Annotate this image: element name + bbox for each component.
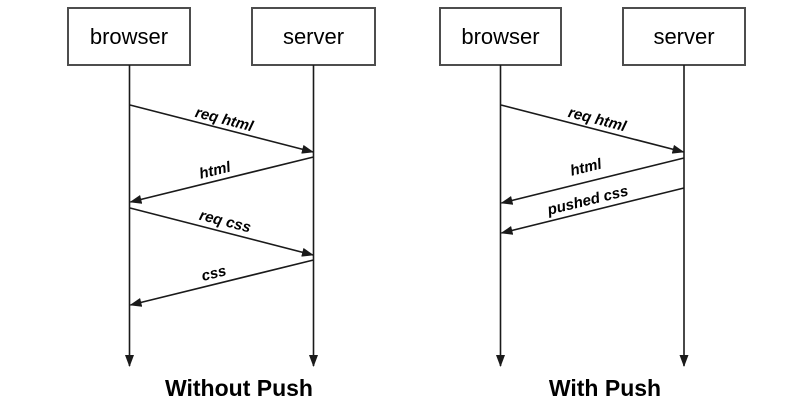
message-line-pushed-css bbox=[500, 187, 685, 235]
message-label-req-html: req html bbox=[193, 104, 255, 135]
diagram-without-push: browser server req html html req css css… bbox=[67, 7, 376, 401]
participant-label-browser: browser bbox=[461, 24, 539, 49]
participant-box-browser bbox=[67, 7, 191, 66]
message-line-css bbox=[129, 259, 314, 307]
message-label-css: css bbox=[200, 262, 228, 284]
message-line-html bbox=[500, 157, 685, 205]
diagram-with-push: browser server req html html pushed css … bbox=[439, 7, 746, 401]
participant-label-browser: browser bbox=[90, 24, 168, 49]
message-line-req-html bbox=[129, 104, 314, 154]
message-line-req-css bbox=[129, 207, 314, 257]
participant-label-server: server bbox=[653, 24, 714, 49]
message-label-req-html: req html bbox=[566, 104, 628, 135]
message-line-req-html bbox=[500, 104, 685, 154]
message-label-html: html bbox=[198, 158, 234, 182]
message-line-html bbox=[129, 156, 314, 204]
participant-box-server bbox=[251, 7, 376, 66]
message-label-pushed-css: pushed css bbox=[545, 183, 630, 219]
participant-box-browser bbox=[439, 7, 562, 66]
participant-label-server: server bbox=[283, 24, 344, 49]
caption-with-push: With Push bbox=[549, 375, 661, 401]
participant-box-server bbox=[622, 7, 746, 66]
caption-without-push: Without Push bbox=[165, 375, 313, 401]
message-label-html: html bbox=[569, 155, 605, 179]
